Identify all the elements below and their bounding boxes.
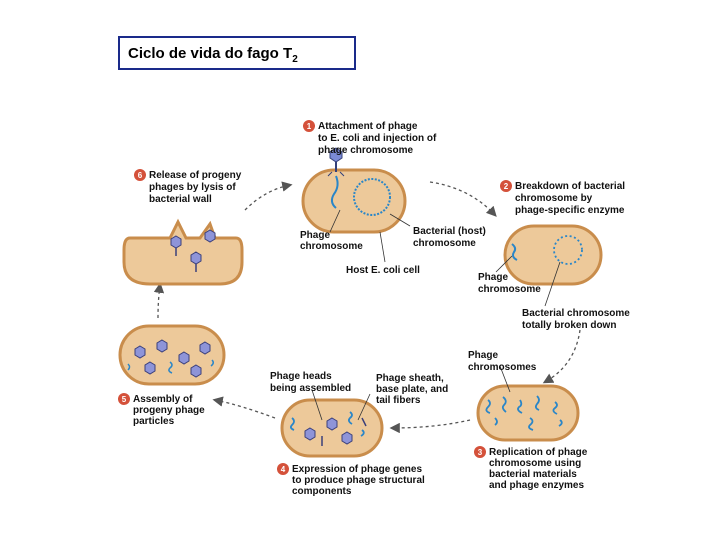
svg-text:tail fibers: tail fibers xyxy=(376,395,421,406)
svg-text:Replication of phage: Replication of phage xyxy=(489,447,588,458)
step-6-text: Release of progeny phages by lysis of ba… xyxy=(149,170,242,205)
svg-text:Release of progeny: Release of progeny xyxy=(149,170,242,181)
svg-text:Phage: Phage xyxy=(478,272,508,283)
released-phage-tails xyxy=(175,248,197,272)
step-badge-3: 3 xyxy=(474,446,486,458)
arrow-6-to-1 xyxy=(244,181,293,211)
arrow-2-to-3 xyxy=(542,329,581,384)
title-subscript: 2 xyxy=(292,54,298,65)
svg-text:chromosome: chromosome xyxy=(413,238,476,249)
phage-chromosomes-cell-4 xyxy=(289,411,365,437)
label-phage-chromosome-2: Phage chromosome xyxy=(478,272,541,295)
svg-text:being assembled: being assembled xyxy=(270,383,351,394)
label-phage-chromosomes: Phage chromosomes xyxy=(468,350,537,373)
cell-step-3 xyxy=(476,384,580,442)
svg-text:Phage sheath,: Phage sheath, xyxy=(376,373,444,384)
arrow-4-to-5 xyxy=(212,396,276,419)
cycle-arrows xyxy=(153,181,581,434)
arrow-3-to-4 xyxy=(389,419,471,434)
svg-text:chromosomes: chromosomes xyxy=(468,362,537,373)
assembled-phages xyxy=(134,339,211,378)
phage-chromosome-in-cell-2 xyxy=(511,243,518,261)
step-5-text: Assembly of progeny phage particles xyxy=(133,394,205,427)
replicated-phage-chromosomes xyxy=(485,395,563,431)
step-badge-1: 1 xyxy=(303,120,315,132)
svg-text:3: 3 xyxy=(478,448,483,457)
svg-text:particles: particles xyxy=(133,416,175,427)
svg-text:Bacterial (host): Bacterial (host) xyxy=(413,226,486,237)
svg-text:bacterial materials: bacterial materials xyxy=(489,469,577,480)
label-host-cell: Host E. coli cell xyxy=(346,265,420,276)
label-bacterial-host-chromosome: Bacterial (host) chromosome xyxy=(413,226,486,249)
svg-text:to produce phage structural: to produce phage structural xyxy=(292,475,425,486)
svg-text:bacterial wall: bacterial wall xyxy=(149,194,212,205)
svg-text:chromosome by: chromosome by xyxy=(515,193,593,204)
cell-step-6 xyxy=(122,218,244,286)
svg-text:Breakdown of bacterial: Breakdown of bacterial xyxy=(515,181,625,192)
svg-text:chromosome: chromosome xyxy=(478,284,541,295)
svg-text:and phage enzymes: and phage enzymes xyxy=(489,480,584,491)
svg-text:Attachment of phage: Attachment of phage xyxy=(318,121,418,132)
cell-step-5 xyxy=(118,324,226,386)
step-4-text: Expression of phage genes to produce pha… xyxy=(292,464,425,497)
label-phage-chromosome-1: Phage chromosome xyxy=(300,230,363,252)
svg-text:phage-specific enzyme: phage-specific enzyme xyxy=(515,205,625,216)
svg-text:6: 6 xyxy=(138,171,143,180)
svg-text:to E. coli and injection of: to E. coli and injection of xyxy=(318,133,437,144)
svg-text:phage chromosome: phage chromosome xyxy=(318,145,413,156)
svg-text:chromosome: chromosome xyxy=(300,241,363,252)
label-phage-sheath: Phage sheath, base plate, and tail fiber… xyxy=(376,373,448,406)
svg-text:Assembly of: Assembly of xyxy=(133,394,193,405)
arrow-1-to-2 xyxy=(429,181,497,217)
injected-phage-chromosome xyxy=(330,175,339,209)
cell-5-dna xyxy=(127,359,215,374)
diagram-title: Ciclo de vida do fago T2 xyxy=(128,45,298,65)
cell-step-2 xyxy=(503,224,603,286)
svg-text:Bacterial chromosome: Bacterial chromosome xyxy=(522,308,630,319)
leader-lines xyxy=(311,209,561,421)
svg-text:2: 2 xyxy=(504,182,509,191)
svg-text:components: components xyxy=(292,486,352,497)
svg-text:4: 4 xyxy=(281,465,286,474)
svg-text:Phage: Phage xyxy=(468,350,498,361)
svg-text:phages by lysis of: phages by lysis of xyxy=(149,182,236,193)
step-badge-5: 5 xyxy=(118,393,130,405)
arrow-5-to-6 xyxy=(153,282,165,319)
svg-text:Expression of phage genes: Expression of phage genes xyxy=(292,464,422,475)
step-1-text: Attachment of phage to E. coli and injec… xyxy=(318,121,437,156)
label-phage-heads-assembled: Phage heads being assembled xyxy=(270,371,351,394)
step-badge-2: 2 xyxy=(500,180,512,192)
bacterial-chromosome-circle xyxy=(353,178,391,216)
svg-text:5: 5 xyxy=(122,395,127,404)
phage-tails xyxy=(321,417,367,446)
step-2-text: Breakdown of bacterial chromosome by pha… xyxy=(515,181,625,216)
svg-text:totally broken down: totally broken down xyxy=(522,320,616,331)
cell-step-4 xyxy=(280,398,384,458)
phage-icon xyxy=(327,147,345,177)
step-3-text: Replication of phage chromosome using ba… xyxy=(489,447,588,491)
cell-step-1 xyxy=(301,147,407,234)
title-box: Ciclo de vida do fago T2 xyxy=(118,36,356,70)
svg-text:chromosome using: chromosome using xyxy=(489,458,581,469)
svg-text:1: 1 xyxy=(307,122,312,131)
step-badge-6: 6 xyxy=(134,169,146,181)
label-totally-broken-down: Bacterial chromosome totally broken down xyxy=(522,308,630,331)
phage-heads xyxy=(304,417,353,445)
svg-text:progeny phage: progeny phage xyxy=(133,405,205,416)
svg-text:Phage heads: Phage heads xyxy=(270,371,332,382)
step-badge-4: 4 xyxy=(277,463,289,475)
broken-bacterial-chromosome xyxy=(553,235,583,265)
svg-text:base plate, and: base plate, and xyxy=(376,384,448,395)
svg-text:Phage: Phage xyxy=(300,230,330,241)
